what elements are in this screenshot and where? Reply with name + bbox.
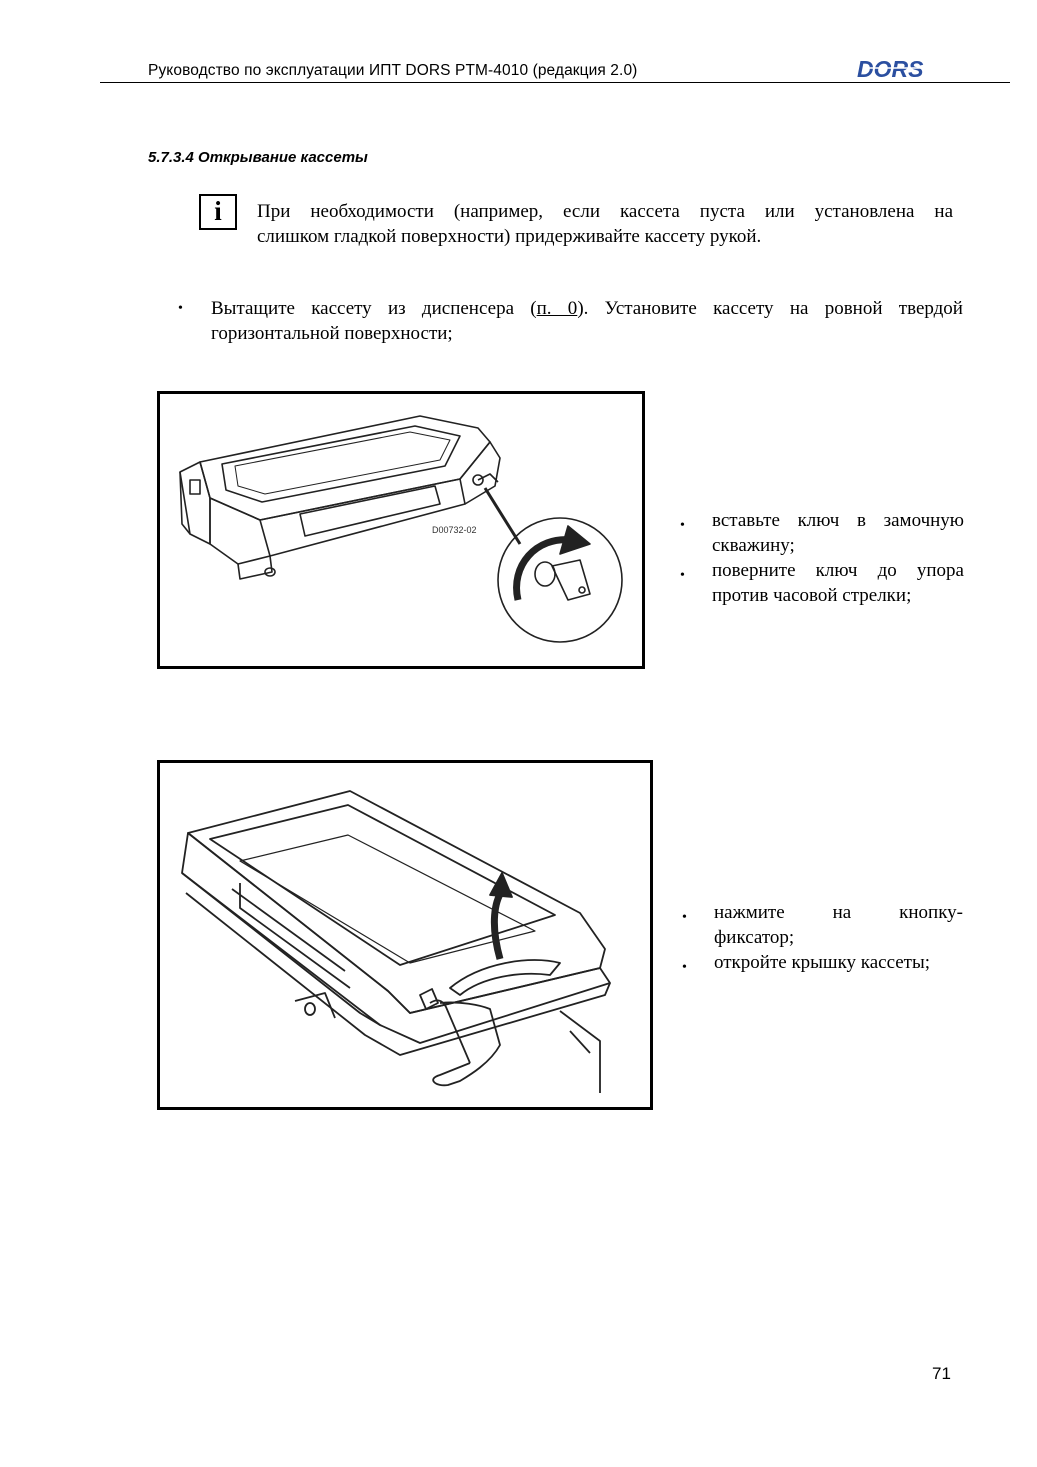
- logo-text: DORS: [857, 57, 924, 81]
- step-line: против часовой стрелки;: [712, 585, 912, 606]
- step-open-lid: откройте крышку кассеты;: [714, 950, 963, 975]
- section-reference-link[interactable]: п. 0: [536, 298, 578, 319]
- figure-insert-key: D00732-02: [157, 391, 645, 669]
- note-line-1: При необходимости (например, если кассет…: [257, 201, 953, 222]
- step-insert-key: вставьте ключ в замочную скважину;: [712, 508, 964, 558]
- step-line: откройте крышку кассеты;: [714, 952, 931, 973]
- intro-line-2: горизонтальной поверхности;: [211, 323, 453, 344]
- note-text: При необходимости (например, если кассет…: [257, 199, 953, 249]
- intro-bullet-text: Вытащите кассету из диспенсера (п. 0). У…: [211, 296, 963, 346]
- figure-open-lid: [157, 760, 653, 1110]
- bullet-dot: •: [680, 568, 685, 583]
- intro-text-b: ). Установите кассету на ровной твердой: [577, 298, 963, 319]
- step-line: нажмите на кнопку-: [714, 902, 963, 923]
- step-press-button: нажмите на кнопку- фиксатор;: [714, 900, 963, 950]
- header-rule: [100, 82, 1010, 83]
- header-title: Руководство по эксплуатации ИПТ DORS PTM…: [148, 62, 638, 79]
- note-line-2: слишком гладкой поверхности) придерживай…: [257, 226, 762, 247]
- intro-line-1: Вытащите кассету из диспенсера (п. 0). У…: [211, 296, 963, 321]
- bullet-dot: •: [178, 301, 183, 316]
- dors-logo: DORS: [857, 57, 959, 81]
- bullet-dot: •: [682, 960, 687, 975]
- figure-code-label: D00732-02: [432, 525, 477, 535]
- cassette-key-illustration: D00732-02: [179, 415, 623, 643]
- step-line: вставьте ключ в замочную: [712, 510, 964, 531]
- bullet-dot: •: [682, 910, 687, 925]
- intro-text-a: Вытащите кассету из диспенсера (: [211, 298, 537, 319]
- step-turn-key: поверните ключ до упора против часовой с…: [712, 558, 964, 608]
- step-line: поверните ключ до упора: [712, 560, 964, 581]
- page-number: 71: [932, 1364, 951, 1383]
- info-icon: i: [199, 194, 237, 230]
- cassette-open-illustration: [181, 790, 611, 1093]
- section-heading: 5.7.3.4 Открывание кассеты: [148, 149, 368, 166]
- step-line: фиксатор;: [714, 927, 795, 948]
- bullet-dot: •: [680, 518, 685, 533]
- step-line: скважину;: [712, 535, 795, 556]
